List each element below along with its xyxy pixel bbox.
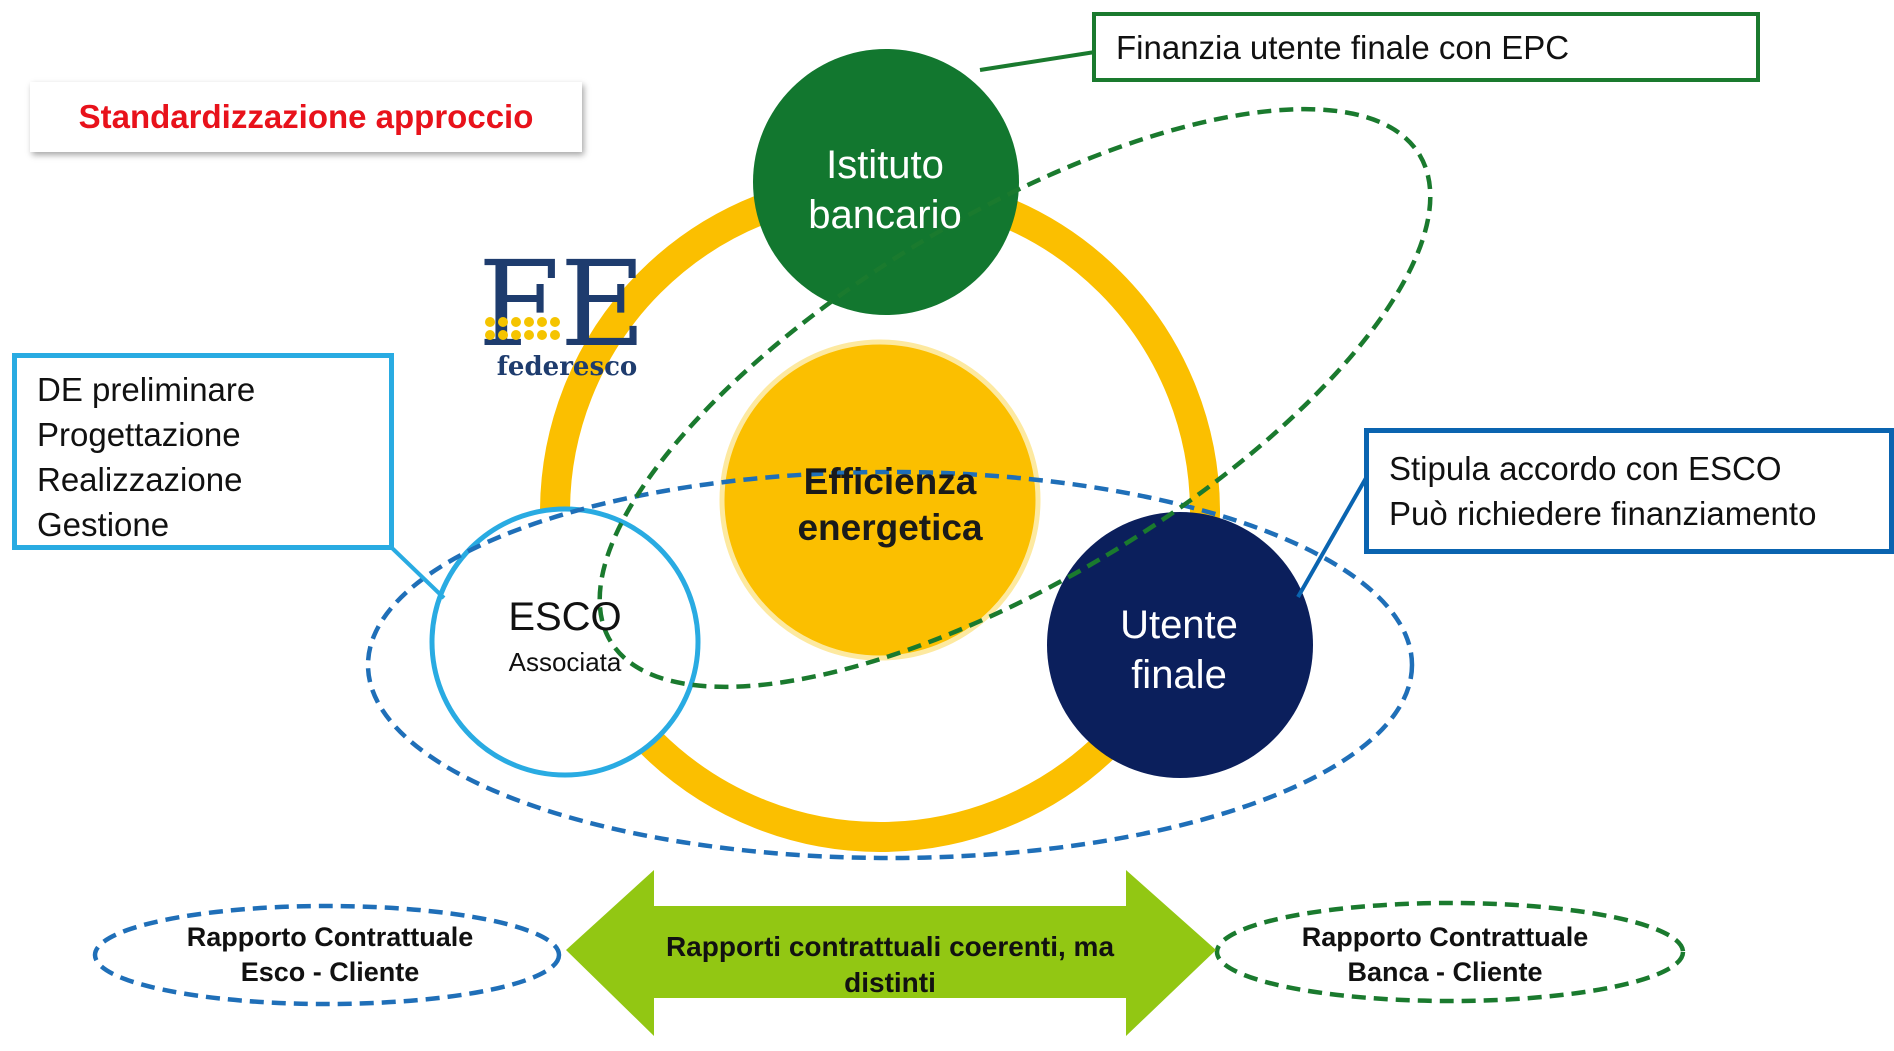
center-circle: [719, 339, 1041, 661]
arrow-label-line1: Rapporti contrattuali coerenti, ma: [665, 930, 1115, 962]
approach-standardization-label: Standardizzazione approccio: [30, 82, 582, 152]
user-callout-leader: [1296, 477, 1368, 598]
esco-label-line2: Associata: [508, 646, 622, 677]
user-callout-line: Può richiedere finanziamento: [1389, 494, 1817, 532]
esco-callout-line: Progettazione: [37, 415, 241, 453]
esco-callout-leader: [390, 546, 446, 600]
esco-callout-line: Gestione: [37, 505, 170, 543]
arrow-label: Rapporti contrattuali coerenti, ma disti…: [620, 920, 1160, 1010]
double-arrow: [566, 870, 1216, 1036]
user-node: [1047, 512, 1313, 778]
bank-client-oval: [1214, 900, 1686, 1004]
esco-callout-line: DE preliminare: [37, 371, 256, 408]
user-callout-line: Stipula accordo con ESCO: [1389, 450, 1782, 487]
bank-label-line1: Istituto: [826, 143, 944, 187]
center-label: Efficienza energetica: [730, 430, 1050, 580]
bank-callout-leader: [979, 50, 1096, 72]
esco-client-oval-label: Rapporto Contrattuale Esco - Cliente: [120, 915, 540, 995]
bank-label-line2: bancario: [808, 193, 962, 237]
bank-client-line1: Rapporto Contrattuale: [1301, 921, 1589, 952]
esco-label-line1: ESCO: [508, 594, 622, 639]
esco-client-oval: [92, 903, 562, 1007]
esco-client-dashed-ellipse: [365, 469, 1415, 861]
esco-callout: DE preliminare Progettazione Realizzazio…: [12, 353, 394, 550]
user-label-line1: Utente: [1120, 603, 1238, 647]
esco-node-label: ESCO Associata: [432, 580, 698, 690]
arrow-label-line2: distinti: [844, 967, 936, 998]
user-callout: Stipula accordo con ESCO Può richiedere …: [1364, 428, 1894, 554]
federesco-logo: FE: [478, 235, 646, 373]
svg-text:FE: FE: [478, 235, 646, 373]
esco-client-line2: Esco - Cliente: [240, 957, 420, 987]
bank-callout-text: Finanzia utente finale con EPC: [1116, 29, 1570, 66]
user-label-line2: finale: [1131, 653, 1227, 697]
center-label-line2: energetica: [797, 507, 983, 548]
logo-wordmark: federesco: [496, 352, 638, 382]
bank-callout: Finanzia utente finale con EPC: [1092, 12, 1760, 82]
esco-client-line1: Rapporto Contrattuale: [186, 921, 474, 952]
esco-node: [429, 506, 701, 778]
bank-node: [753, 49, 1019, 315]
bank-node-label: Istituto bancario: [752, 110, 1018, 270]
bank-client-oval-label: Rapporto Contrattuale Banca - Cliente: [1240, 915, 1650, 995]
center-label-line1: Efficienza: [803, 460, 977, 502]
bank-client-dashed-ellipse: [597, 106, 1433, 690]
esco-callout-line: Realizzazione: [37, 460, 243, 498]
bank-client-line2: Banca - Cliente: [1347, 957, 1543, 987]
user-node-label: Utente finale: [1046, 590, 1312, 710]
